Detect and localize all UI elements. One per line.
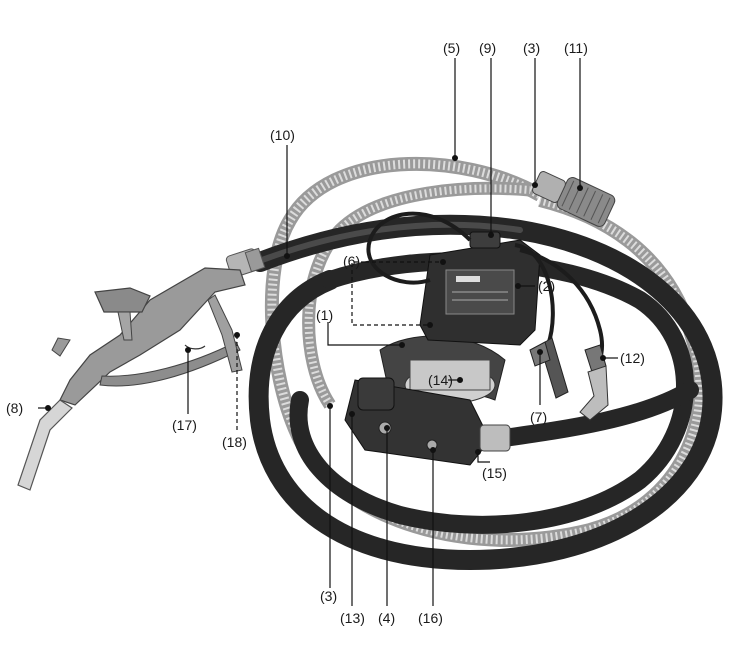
- callout-11: (11): [564, 40, 588, 56]
- callout-2: (2): [538, 278, 555, 294]
- callout-3-bottom: (3): [320, 588, 337, 604]
- callout-18: (18): [222, 434, 247, 450]
- callout-10: (10): [270, 127, 295, 143]
- pump-body: [344, 377, 511, 466]
- battery-clamps: [529, 337, 609, 421]
- callout-9: (9): [479, 40, 496, 56]
- callout-4: (4): [378, 610, 395, 626]
- callout-8: (8): [6, 400, 23, 416]
- callout-3-top: (3): [523, 40, 540, 56]
- leader-lines: [38, 58, 618, 606]
- callout-14: (14): [428, 372, 453, 388]
- callout-7: (7): [530, 409, 547, 425]
- callout-6: (6): [343, 253, 360, 269]
- suction-filter: [532, 171, 616, 227]
- callout-12: (12): [620, 350, 645, 366]
- callout-15: (15): [482, 465, 507, 481]
- callout-13: (13): [340, 610, 365, 626]
- callout-17: (17): [172, 417, 197, 433]
- fuel-nozzle: [17, 267, 246, 491]
- callout-1: (1): [316, 307, 333, 323]
- motor-housing: [419, 231, 541, 346]
- callout-5: (5): [443, 40, 460, 56]
- callout-16: (16): [418, 610, 443, 626]
- callout-labels: (5) (9) (3) (11) (10) (6) (2) (1) (12) (…: [6, 40, 645, 626]
